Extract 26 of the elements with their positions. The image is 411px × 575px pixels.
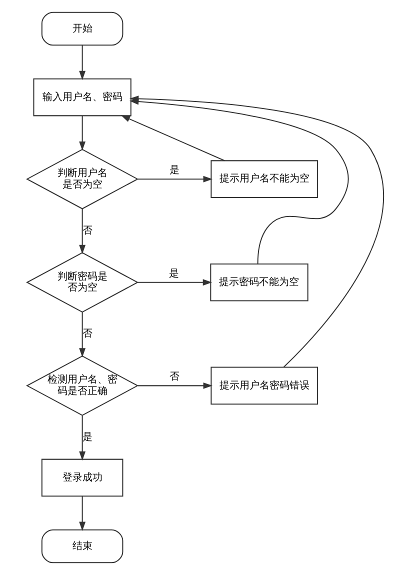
arrow [120, 115, 225, 162]
node-box: 输入用户名、密码 [33, 78, 132, 116]
node-diamond: 判断密码是否为空 [26, 252, 139, 313]
arrow [79, 496, 86, 532]
node-box: 开始 [41, 12, 124, 46]
node-box: 登录成功 [41, 458, 124, 497]
node-box: 提示密码不能为空 [210, 263, 308, 302]
node-box: 提示用户名不能为空 [210, 160, 318, 198]
edge-label: 否 [169, 372, 180, 383]
arrow [138, 176, 213, 182]
edge-label: 是 [169, 164, 180, 176]
node-diamond: 判断用户名是否为空 [26, 148, 139, 210]
arrow [79, 208, 86, 254]
arrow [138, 279, 212, 286]
arrow [79, 45, 86, 80]
edge-label: 是 [82, 432, 92, 443]
node-box: 提示用户名密码错误 [210, 366, 318, 405]
edge-label: 否 [82, 328, 92, 340]
arrow [138, 382, 213, 389]
arrow [79, 312, 86, 358]
node-box: 结束 [41, 529, 124, 564]
arrow [79, 416, 86, 461]
arrow [79, 116, 86, 151]
node-diamond: 检测用户名、密码是否正确 [26, 355, 139, 416]
edge-label: 否 [82, 225, 92, 236]
edge-label: 是 [169, 268, 180, 280]
